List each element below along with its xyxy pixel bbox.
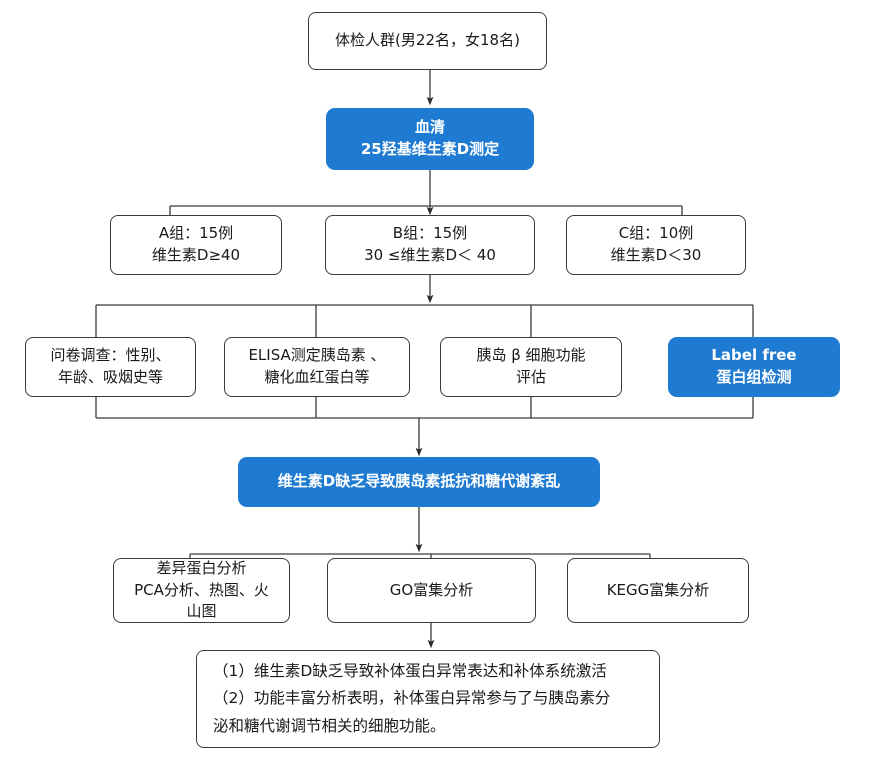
node-group-a[interactable]: A组：15例 维生素D≥40 [110, 215, 282, 275]
node-method-questionnaire[interactable]: 问卷调查：性别、 年龄、吸烟史等 [25, 337, 196, 397]
node-analysis-differential[interactable]: 差异蛋白分析 PCA分析、热图、火 山图 [113, 558, 290, 623]
node-population[interactable]: 体检人群(男22名，女18名) [308, 12, 547, 70]
node-analysis-kegg[interactable]: KEGG富集分析 [567, 558, 749, 623]
node-group-c[interactable]: C组：10例 维生素D＜30 [566, 215, 746, 275]
node-conclusion-mid[interactable]: 维生素D缺乏导致胰岛素抵抗和糖代谢紊乱 [238, 457, 600, 507]
node-method-label-free[interactable]: Label free 蛋白组检测 [668, 337, 840, 397]
node-method-beta-cell[interactable]: 胰岛 β 细胞功能 评估 [440, 337, 622, 397]
node-serum-assay[interactable]: 血清 25羟基维生素D测定 [326, 108, 534, 170]
node-method-elisa[interactable]: ELISA测定胰岛素 、 糖化血红蛋白等 [224, 337, 410, 397]
node-analysis-go[interactable]: GO富集分析 [327, 558, 536, 623]
node-final-findings[interactable]: （1）维生素D缺乏导致补体蛋白异常表达和补体系统激活 （2）功能丰富分析表明，补… [196, 650, 660, 748]
node-group-b[interactable]: B组：15例 30 ≤维生素D＜ 40 [325, 215, 535, 275]
